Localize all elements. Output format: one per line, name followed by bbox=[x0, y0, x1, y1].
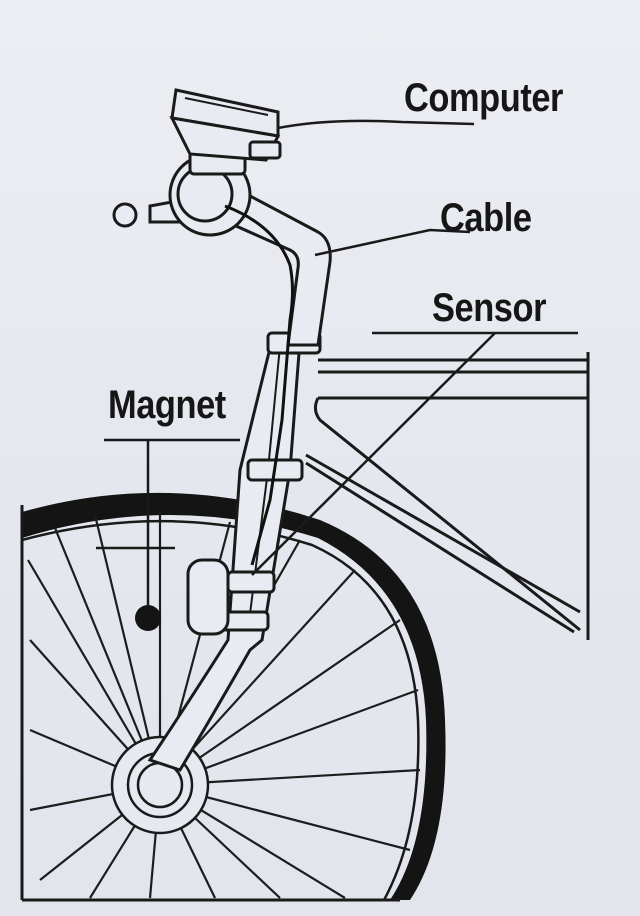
label-magnet: Magnet bbox=[108, 383, 226, 427]
label-computer: Computer bbox=[404, 76, 564, 120]
handlebar-mount bbox=[168, 150, 252, 237]
front-tire bbox=[21, 492, 446, 901]
computer-unit bbox=[169, 88, 282, 162]
magnet-dot bbox=[135, 605, 161, 631]
label-cable: Cable bbox=[440, 196, 532, 240]
sensor-cable bbox=[224, 204, 294, 566]
leader-lines bbox=[96, 119, 578, 605]
bike-frame bbox=[305, 352, 590, 640]
label-sensor: Sensor bbox=[432, 286, 547, 330]
panel-border bbox=[20, 505, 400, 902]
sensor-unit bbox=[186, 558, 230, 636]
